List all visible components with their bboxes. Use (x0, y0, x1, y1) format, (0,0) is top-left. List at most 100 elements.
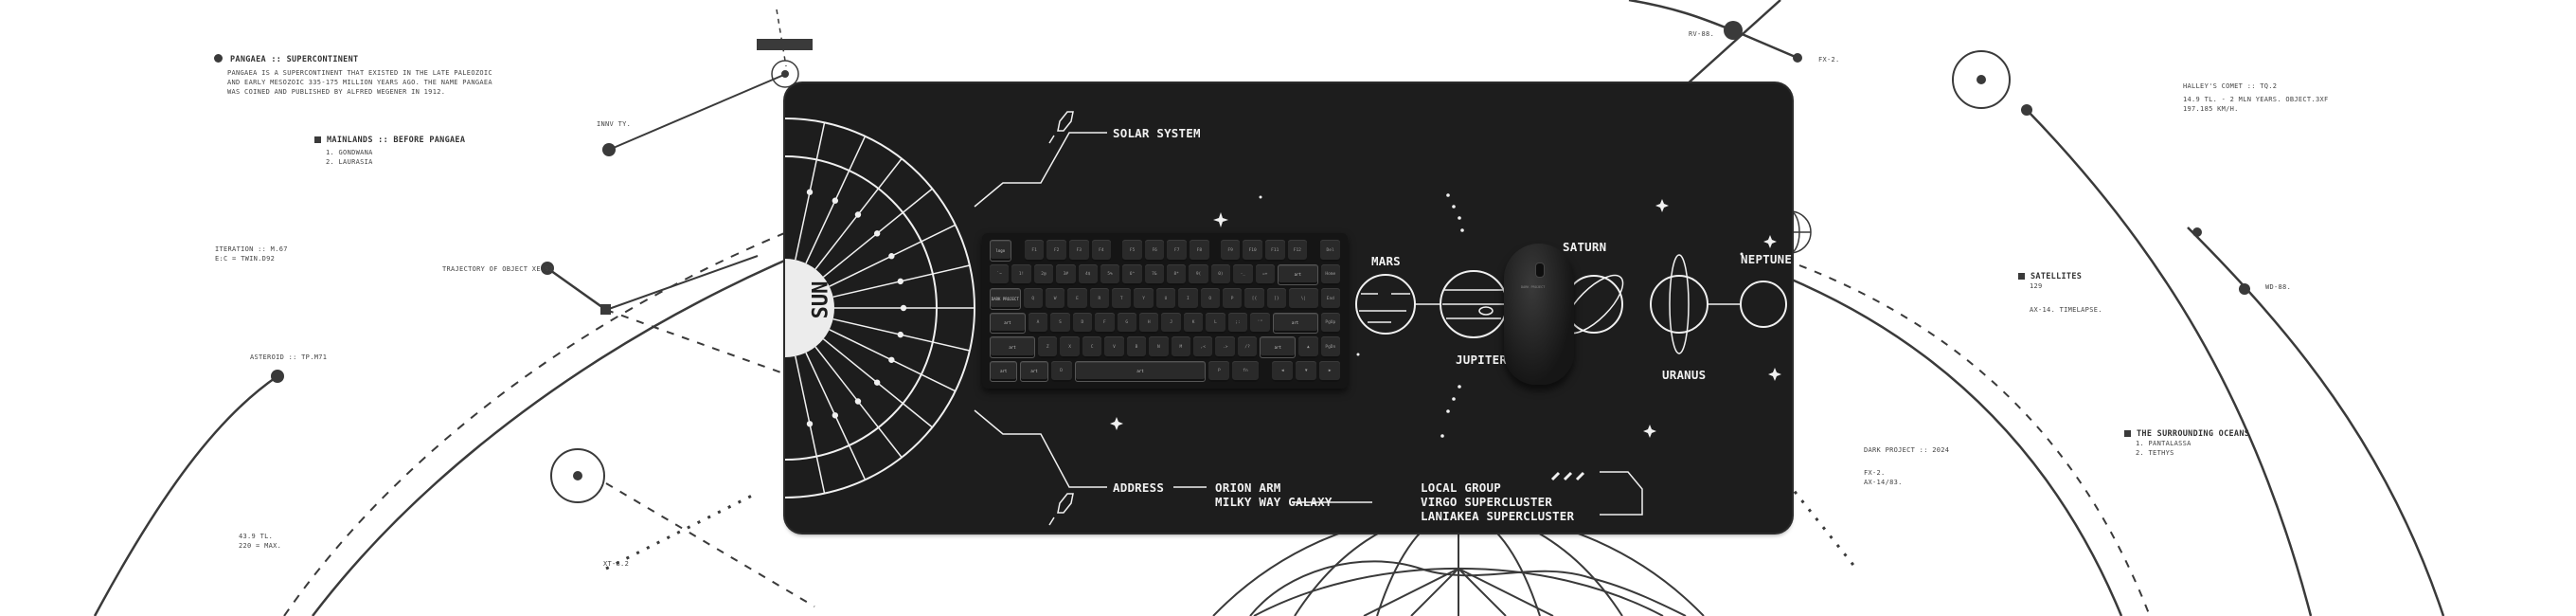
key-end[interactable]: End (1320, 288, 1340, 310)
key-art[interactable]: art (1277, 263, 1318, 285)
key-d[interactable]: D (1072, 312, 1093, 334)
sun-ray-dot (832, 412, 839, 419)
key-symbol[interactable]: '" (1250, 312, 1270, 334)
key-symbol[interactable]: ]} (1266, 288, 1287, 310)
key-w[interactable]: W (1045, 288, 1065, 310)
key-symbol[interactable]: [{ (1244, 288, 1264, 310)
key-pgdn[interactable]: PgDn (1320, 336, 1340, 358)
key-b[interactable]: B (1126, 336, 1147, 358)
key-art[interactable]: art (990, 336, 1035, 358)
key-del[interactable]: Del (1320, 240, 1340, 262)
key-7[interactable]: 7& (1144, 263, 1164, 285)
key-art[interactable]: art (990, 360, 1018, 382)
sun-ray-dot (888, 253, 895, 260)
key-logo[interactable]: logo (990, 240, 1011, 262)
key-y[interactable]: Y (1134, 288, 1154, 310)
key-3[interactable]: 3# (1056, 263, 1076, 285)
key-art[interactable]: art (1272, 312, 1318, 334)
halley-title: HALLEY'S COMET :: TQ.2 (2183, 82, 2278, 90)
key-5[interactable]: 5% (1100, 263, 1120, 285)
target-circle-left (550, 448, 605, 503)
key-4[interactable]: 4$ (1078, 263, 1098, 285)
key-j[interactable]: J (1161, 312, 1181, 334)
key-n[interactable]: N (1149, 336, 1169, 358)
key-h[interactable]: H (1138, 312, 1159, 334)
pangaea-line: PANGAEA IS A SUPERCONTINENT THAT EXISTED… (227, 69, 492, 77)
rv-label: RV-88. (1689, 30, 1715, 38)
key-x[interactable]: X (1060, 336, 1080, 358)
key-f2[interactable]: F2 (1046, 240, 1066, 262)
key-o[interactable]: O (1200, 288, 1220, 310)
key-z[interactable]: Z (1037, 336, 1058, 358)
key-f1[interactable]: F1 (1024, 240, 1045, 262)
key-2[interactable]: 2@ (1033, 263, 1054, 285)
halley-line: 14.9 TL. - 2 MLN YEARS. OBJECT.3XF (2183, 96, 2329, 103)
key-symbol[interactable]: `~ (990, 263, 1010, 285)
key-symbol[interactable]: /? (1237, 336, 1258, 358)
key-1[interactable]: 1! (1011, 263, 1031, 285)
key-0[interactable]: 0) (1210, 263, 1231, 285)
key-fn[interactable]: fn (1232, 360, 1259, 382)
sun-ray-dot (806, 189, 814, 195)
jupiter-bands (1442, 289, 1505, 319)
mainlands-title-text: MAINLANDS :: BEFORE PANGAEA (327, 136, 466, 145)
key-t[interactable]: T (1112, 288, 1132, 310)
key-f5[interactable]: F5 (1122, 240, 1142, 262)
key-symbol[interactable]: ,< (1193, 336, 1213, 358)
key-p[interactable]: P (1208, 360, 1230, 382)
key-darkproject[interactable]: DARK PROJECT (990, 288, 1021, 310)
key-f8[interactable]: F8 (1190, 240, 1209, 262)
key-e[interactable]: E (1067, 288, 1087, 310)
key-art[interactable]: art (990, 312, 1026, 334)
mouse: DARK PROJECT (1504, 244, 1574, 385)
key-symbol[interactable]: =+ (1255, 263, 1275, 285)
key-symbol[interactable]: .> (1215, 336, 1235, 358)
key-symbol[interactable]: \| (1289, 288, 1318, 310)
key-8[interactable]: 8* (1167, 263, 1187, 285)
key-u[interactable]: U (1155, 288, 1176, 310)
key-l[interactable]: L (1206, 312, 1225, 334)
key-q[interactable]: Q (1023, 288, 1043, 310)
key-s[interactable]: S (1050, 312, 1070, 334)
key-m[interactable]: M (1171, 336, 1191, 358)
key-f6[interactable]: F6 (1144, 240, 1165, 262)
key-pgup[interactable]: PgUp (1320, 312, 1340, 334)
key-f[interactable]: F (1095, 312, 1115, 334)
key-i[interactable]: I (1178, 288, 1198, 310)
key-d[interactable]: D (1050, 360, 1072, 382)
key-art[interactable]: art (1074, 360, 1207, 382)
key-f7[interactable]: F7 (1167, 240, 1188, 262)
key-f10[interactable]: F10 (1243, 240, 1262, 262)
key-a[interactable]: A (1028, 312, 1048, 334)
key-art[interactable]: art (1260, 336, 1297, 358)
key-symbol[interactable]: ▲ (1298, 336, 1318, 358)
sun-ray-dot (854, 398, 862, 405)
planet-label-uranus: URANUS (1662, 368, 1707, 382)
key-symbol[interactable]: -_ (1233, 263, 1253, 285)
key-g[interactable]: G (1117, 312, 1136, 334)
tl43-line: 43.9 TL. (239, 533, 274, 540)
star-icons (1110, 193, 1781, 438)
key-6[interactable]: 6^ (1122, 263, 1142, 285)
key-f3[interactable]: F3 (1068, 240, 1089, 262)
key-9[interactable]: 9( (1189, 263, 1208, 285)
key-symbol[interactable]: ◀ (1272, 360, 1294, 382)
key-symbol[interactable]: ▼ (1296, 360, 1317, 382)
key-symbol[interactable]: ▶ (1319, 360, 1341, 382)
planet-label-saturn: SATURN (1563, 240, 1607, 254)
oceans-item: 2. TETHYS (2136, 449, 2174, 457)
key-f4[interactable]: F4 (1091, 240, 1112, 262)
key-k[interactable]: K (1183, 312, 1204, 334)
key-c[interactable]: C (1082, 336, 1102, 358)
key-v[interactable]: V (1104, 336, 1124, 358)
key-f9[interactable]: F9 (1220, 240, 1241, 262)
key-home[interactable]: Home (1320, 263, 1340, 285)
key-f12[interactable]: F12 (1287, 240, 1308, 262)
key-r[interactable]: R (1089, 288, 1110, 310)
key-p[interactable]: P (1222, 288, 1243, 310)
key-f11[interactable]: F11 (1264, 240, 1285, 262)
address-group-1: ORION ARM MILKY WAY GALAXY (1215, 480, 1333, 509)
key-symbol[interactable]: ;: (1227, 312, 1248, 334)
key-art[interactable]: art (1020, 360, 1048, 382)
